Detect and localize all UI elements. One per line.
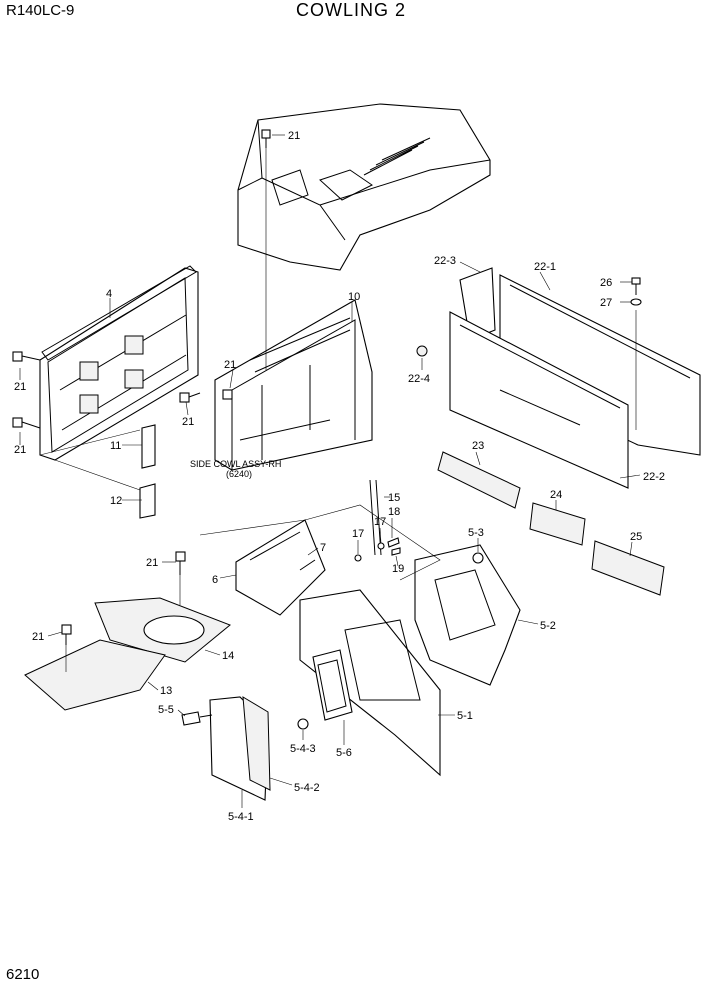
mat-23 [437, 451, 521, 509]
bolt-26 [631, 277, 641, 430]
frame-5-6 [312, 649, 353, 721]
bolt-21-b [12, 417, 41, 429]
washer-27 [630, 298, 642, 306]
callout-17b: 17 [374, 516, 386, 528]
callout-12: 12 [110, 495, 122, 507]
callout-5-1: 5-1 [457, 710, 473, 722]
callout-5-2: 5-2 [540, 620, 556, 632]
callout-5-4-1: 5-4-1 [228, 811, 254, 823]
callout-15: 15 [388, 492, 400, 504]
callout-22-1: 22-1 [534, 261, 556, 273]
callout-5-3: 5-3 [468, 527, 484, 539]
callout-14: 14 [222, 650, 234, 662]
floor-plate-13 [24, 639, 166, 711]
callout-21-d: 21 [224, 359, 236, 371]
callout-17a: 17 [352, 528, 364, 540]
engine-hood [237, 103, 491, 271]
callout-19: 19 [392, 563, 404, 575]
callout-25: 25 [630, 531, 642, 543]
callout-21-e: 21 [146, 557, 158, 569]
note-side-cowl-ref: (6240) [226, 469, 252, 479]
bolt-21-e [175, 551, 186, 605]
bolt-21-d [222, 389, 233, 400]
callout-21-a: 21 [14, 381, 26, 393]
mat-24 [529, 502, 586, 546]
page-number: 6210 [6, 966, 40, 983]
callout-5-5: 5-5 [158, 704, 174, 716]
floor-plate-14 [94, 597, 231, 663]
callout-5-4-2: 5-4-2 [294, 782, 320, 794]
callout-7: 7 [320, 542, 326, 554]
callout-18: 18 [388, 506, 400, 518]
mat-25 [591, 540, 665, 596]
callouts: 4 10 11 12 13 14 15 17 17 18 19 21 21 21… [14, 130, 665, 823]
bolt-21-a [12, 351, 41, 362]
callout-22-2: 22-2 [643, 471, 665, 483]
callout-10: 10 [348, 291, 360, 303]
bolt-21-top [261, 129, 271, 370]
callout-6: 6 [212, 574, 218, 586]
callout-5-4-3: 5-4-3 [290, 743, 316, 755]
callout-4: 4 [106, 288, 112, 300]
screw-19 [391, 547, 401, 556]
bolt-18 [387, 537, 400, 548]
nut-17b [377, 542, 385, 550]
callout-13: 13 [160, 685, 172, 697]
knob-5-3 [472, 552, 484, 564]
bracket-12 [139, 483, 156, 519]
side-cowl-5-2 [414, 544, 521, 686]
panel-22-2 [449, 311, 629, 489]
bar-15 [369, 479, 376, 556]
knob-5-4-3 [297, 718, 309, 730]
callout-21-f: 21 [32, 631, 44, 643]
bolt-5-5 [181, 711, 213, 726]
nut-17a [354, 554, 362, 562]
callout-22-4: 22-4 [408, 373, 430, 385]
note-side-cowl: SIDE COWL ASSY-RH [190, 459, 281, 469]
callout-21-b: 21 [14, 444, 26, 456]
callout-23: 23 [472, 440, 484, 452]
callout-11: 11 [110, 440, 121, 452]
bolt-21-c [179, 392, 201, 403]
callout-21-top: 21 [288, 130, 300, 142]
callout-24: 24 [550, 489, 562, 501]
callout-5-6: 5-6 [336, 747, 352, 759]
callout-27: 27 [600, 297, 612, 309]
seal-5-4-2 [242, 696, 271, 791]
page-title: COWLING 2 [295, 0, 406, 20]
grommet-22-4 [416, 345, 428, 357]
bolt-21-f [61, 624, 72, 672]
bracket-11 [141, 424, 156, 469]
model-code: R140LC-9 [6, 2, 75, 19]
leader-lines [19, 134, 641, 808]
callout-22-3: 22-3 [434, 255, 456, 267]
cover-6 [235, 519, 326, 616]
side-panel-4 [39, 265, 199, 461]
side-cowl-5-1 [299, 589, 441, 777]
callout-26: 26 [600, 277, 612, 289]
callout-21-c: 21 [182, 416, 194, 428]
center-frame-10 [214, 299, 373, 471]
